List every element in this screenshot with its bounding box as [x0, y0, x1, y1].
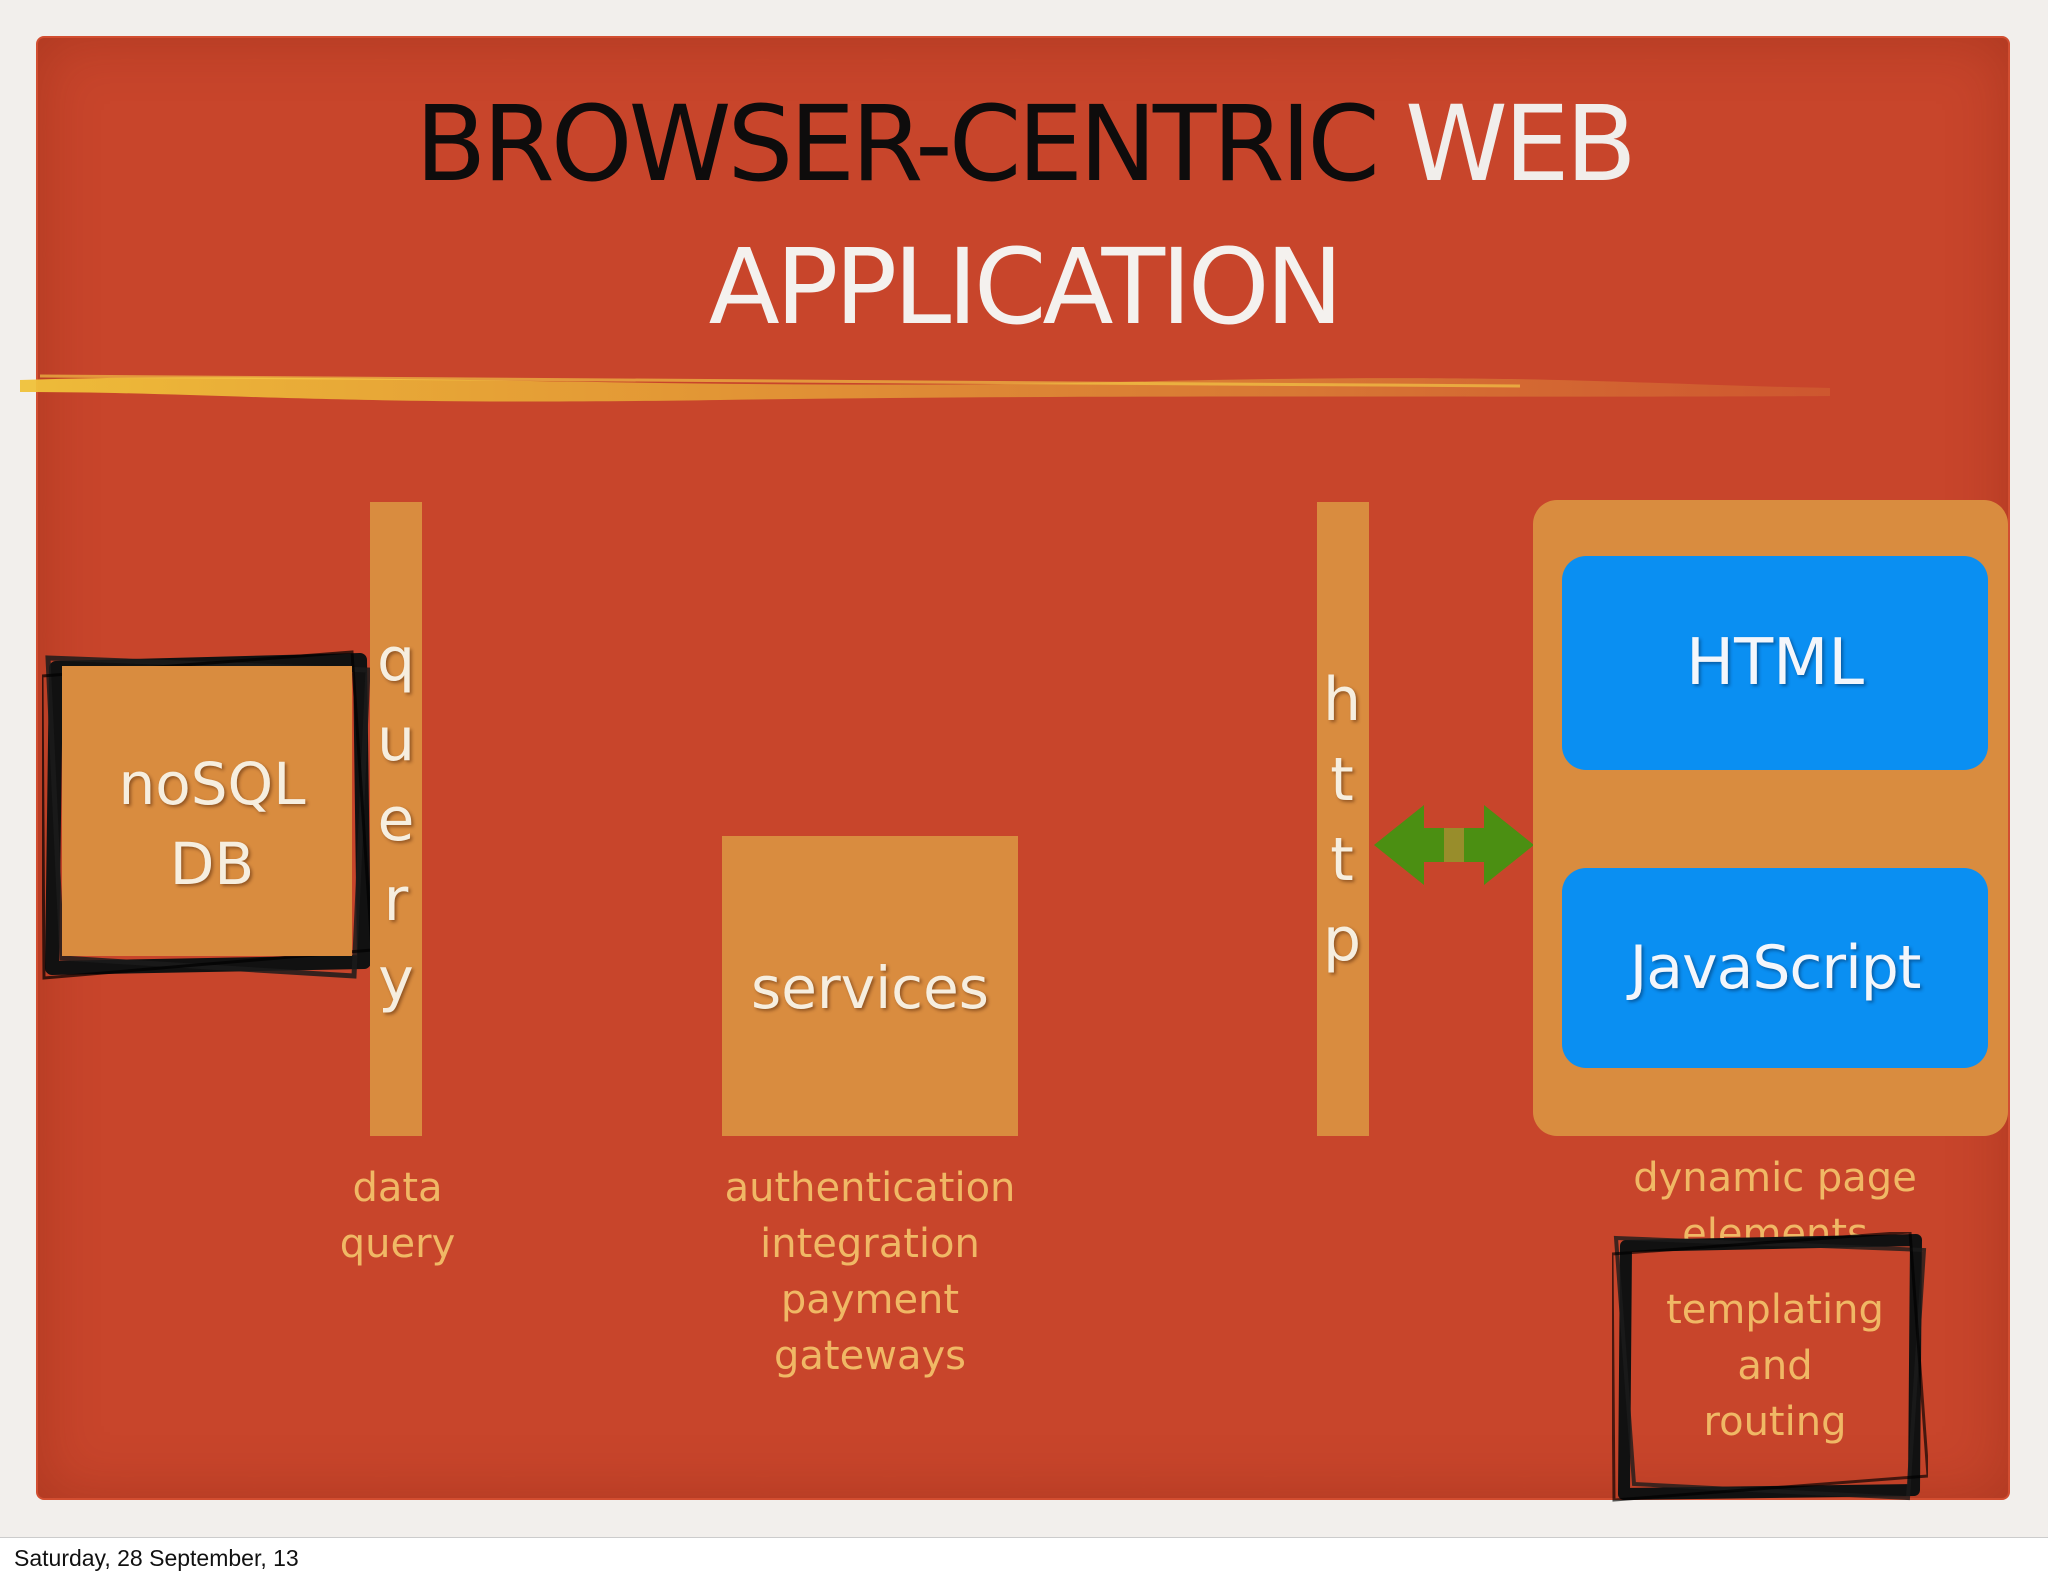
query-letter: y [378, 945, 414, 1015]
footer-date: Saturday, 28 September, 13 [14, 1545, 299, 1571]
db-label-line: noSQL [118, 750, 306, 818]
caption-data-query: data query [300, 1160, 495, 1272]
query-bar [370, 502, 422, 1136]
caption-line: and [1737, 1343, 1813, 1389]
nosql-db-label: noSQL DB [62, 744, 362, 904]
caption-line: data [352, 1165, 443, 1211]
highlighter-stroke [20, 374, 1830, 402]
templating-scribble-frame [1612, 1232, 1928, 1502]
caption-line: payment [780, 1277, 960, 1323]
query-label: q u e r y [361, 620, 431, 1020]
http-label: h t t p [1307, 660, 1377, 980]
query-letter: u [376, 705, 416, 775]
caption-line: query [339, 1221, 456, 1267]
title-dark-part: BROWSER-CENTRIC [415, 83, 1380, 205]
nosql-db-box [62, 666, 352, 956]
caption-line: gateways [774, 1333, 966, 1379]
http-bar [1317, 502, 1369, 1136]
title-light-part: WEB [1404, 83, 1637, 205]
caption-services: authentication integration payment gatew… [680, 1160, 1060, 1384]
slide-title-line-2: APPLICATION [708, 226, 1344, 348]
http-letter: t [1330, 825, 1354, 895]
caption-line: dynamic page [1633, 1155, 1917, 1201]
query-letter: r [383, 865, 409, 935]
caption-line: integration [760, 1221, 980, 1267]
caption-line: templating [1666, 1287, 1884, 1333]
slide-title-line-1: BROWSER-CENTRIC WEB [0, 85, 2048, 203]
query-letter: e [377, 785, 415, 855]
http-letter: p [1322, 905, 1362, 975]
caption-templating-routing: templating and routing [1620, 1282, 1930, 1450]
html-box: HTML [1562, 556, 1988, 770]
db-label-line: DB [169, 830, 255, 898]
caption-line: routing [1703, 1399, 1847, 1445]
footer-bar: Saturday, 28 September, 13 [0, 1537, 2048, 1577]
services-box [722, 836, 1018, 1136]
services-label: services [751, 954, 989, 1022]
caption-line: authentication [724, 1165, 1016, 1211]
http-letter: t [1330, 745, 1354, 815]
bidirectional-arrow-icon [1374, 805, 1534, 885]
javascript-box: JavaScript [1562, 868, 1988, 1068]
query-letter: q [376, 625, 416, 695]
http-letter: h [1322, 665, 1362, 735]
